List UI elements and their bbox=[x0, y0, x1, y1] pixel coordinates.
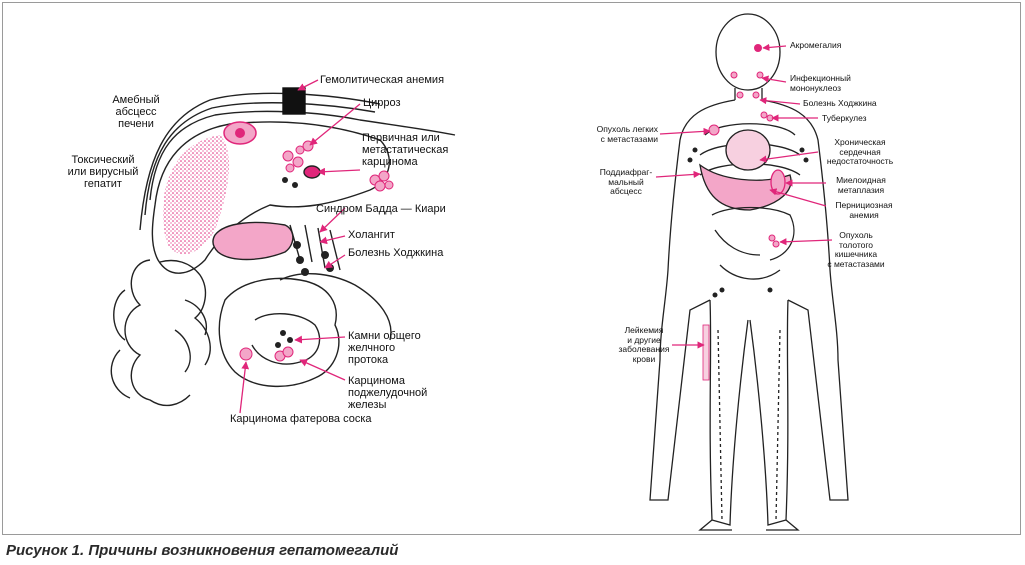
liver-illustration bbox=[110, 87, 456, 407]
label-mononucleosis: Инфекционный мононуклеоз bbox=[790, 73, 851, 93]
bile-duct-marks bbox=[275, 241, 334, 348]
label-toxic-hepatitis: Токсический или вирусный гепатит bbox=[67, 154, 139, 190]
label-pancreas-carcinoma: Карцинома поджелудочной железы bbox=[348, 375, 428, 411]
label-budd-chiari: Синдром Бадда — Киари bbox=[316, 203, 446, 215]
label-colon-tumor: Опухоль толотого кишечника с метастазами bbox=[827, 230, 885, 269]
figure-frame bbox=[2, 2, 1021, 535]
hepatitis-region bbox=[163, 135, 230, 255]
illustration bbox=[110, 13, 849, 531]
vater-carcinoma-mark bbox=[239, 346, 294, 362]
label-leukemia: Лейкемия и другие заболевания крови bbox=[618, 325, 670, 364]
carcinoma-marks bbox=[369, 170, 394, 192]
label-pernicious-anemia: Пернициозная анемия bbox=[835, 200, 893, 220]
body-pointers bbox=[655, 43, 833, 349]
label-carcinoma: Первичная или метастатическая карцинома bbox=[362, 132, 449, 168]
cirrhosis-marks bbox=[282, 140, 314, 173]
label-lung-tumor: Опухоль легких с метастазами bbox=[596, 124, 658, 144]
label-tuberculosis: Туберкулез bbox=[822, 113, 867, 123]
label-subphrenic-abscess: Поддиафраг- мальный абсцесс bbox=[599, 167, 653, 196]
label-hodgkin-liver: Болезнь Ходжкина bbox=[348, 247, 444, 259]
label-amoebic-abscess: Амебный абсцесс печени bbox=[112, 94, 160, 130]
label-vater-carcinoma: Карцинома фатерова соска bbox=[230, 413, 372, 425]
figure-caption: Рисунок 1. Причины возникновения гепатом… bbox=[6, 542, 399, 559]
label-heart-failure: Хроническая сердечная недостаточность bbox=[826, 137, 894, 166]
label-myeloid-metaplasia: Миелоидная метаплазия bbox=[836, 175, 886, 195]
label-hodgkin-body: Болезнь Ходжкина bbox=[803, 98, 877, 108]
label-hemolytic-anemia: Гемолитическая анемия bbox=[320, 74, 445, 86]
label-bile-stones: Камни общего желчного протока bbox=[348, 330, 421, 366]
liver-pointers bbox=[239, 79, 361, 414]
label-cholangitis: Холангит bbox=[348, 229, 395, 241]
label-acromegaly: Акромегалия bbox=[790, 40, 842, 50]
label-cirrhosis: Цирроз bbox=[363, 97, 401, 109]
